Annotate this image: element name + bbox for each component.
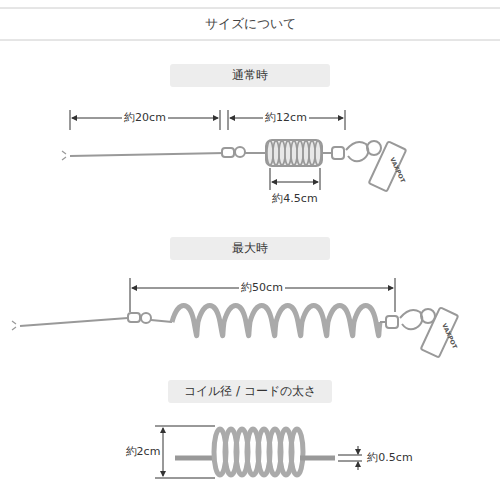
heading-text: 通常時 bbox=[220, 67, 280, 84]
dimension-label: 約12cm bbox=[263, 111, 309, 125]
heading-text: 最大時 bbox=[220, 240, 280, 257]
section-heading: 最大時 bbox=[170, 237, 330, 260]
dimension-label: 約0.5cm bbox=[365, 451, 414, 465]
dimension-label: 約50cm bbox=[239, 281, 285, 295]
dimension-label: 約2cm bbox=[124, 445, 163, 459]
dimension-label: 約4.5cm bbox=[270, 192, 319, 206]
page-title: サイズについて bbox=[205, 15, 296, 33]
section-heading: コイル径 / コードの太さ bbox=[168, 380, 332, 403]
dimension-label: 約20cm bbox=[122, 111, 168, 125]
heading-text: コイル径 / コードの太さ bbox=[172, 383, 328, 400]
section-heading: 通常時 bbox=[170, 64, 330, 87]
